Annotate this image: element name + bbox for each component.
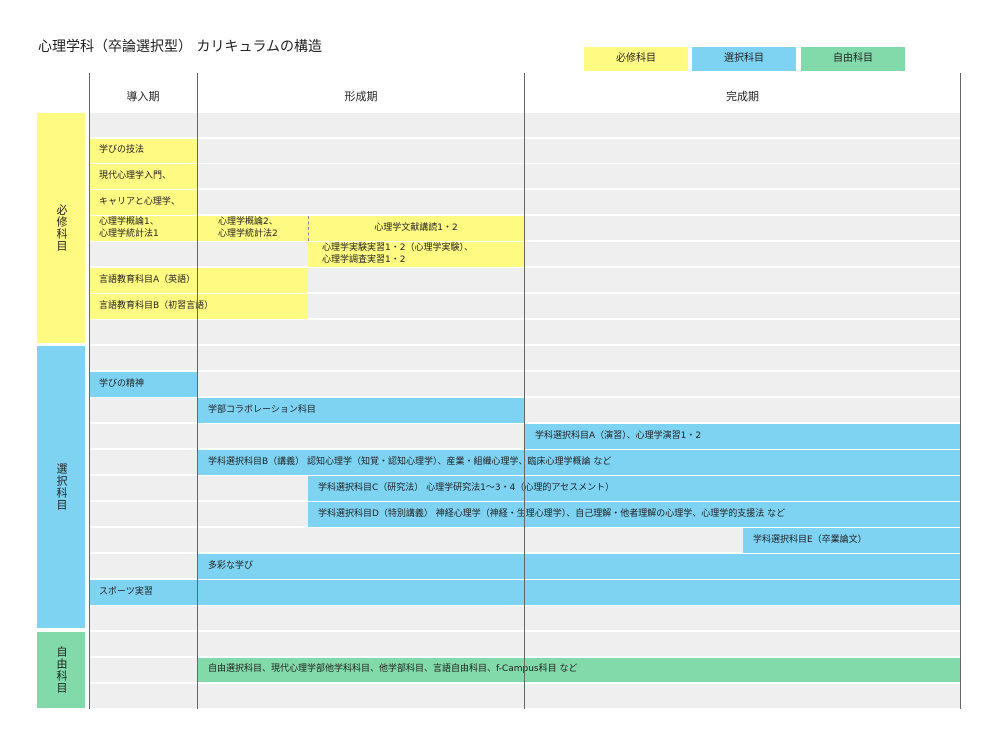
category-free: 自由科目	[37, 632, 85, 708]
course-gairon2-group: 心理学概論2、 心理学統計法2 心理学文献講読1・2	[198, 216, 524, 241]
course-gairon2: 心理学概論2、 心理学統計法2	[218, 217, 278, 239]
course-bunken: 心理学文献講読1・2	[374, 222, 458, 233]
category-free-label: 自由科目	[55, 646, 68, 694]
course-kamokuA: 学科選択科目A（演習）、心理学演習1・2	[525, 424, 960, 449]
phase-divider	[960, 73, 961, 709]
category-required: 必修科目	[37, 113, 85, 343]
course-gengoB: 言語教育科目B（初習言語）	[89, 294, 307, 319]
course-career: キャリアと心理学、	[89, 190, 197, 215]
phase-formation: 形成期	[344, 90, 378, 103]
phase-intro: 導入期	[126, 90, 160, 103]
divider-dashed	[308, 216, 309, 241]
course-collab: 学部コラボレーション科目	[198, 398, 524, 423]
course-kamokuB: 学科選択科目B（講義） 認知心理学（知覚・認知心理学）、産業・組織心理学、臨床心…	[198, 450, 960, 475]
course-kamokuC: 学科選択科目C（研究法） 心理学研究法1～3・4（心理的アセスメント）	[308, 476, 960, 501]
phase-divider	[197, 73, 198, 709]
legend-free: 自由科目	[801, 47, 905, 71]
category-elective: 選択科目	[37, 346, 85, 628]
course-seishin: 学びの精神	[89, 372, 197, 397]
course-jiyu: 自由選択科目、現代心理学部他学科科目、他学部科目、言語自由科目、f-Campus…	[198, 658, 960, 682]
course-kamokuD: 学科選択科目D（特別講義） 神経心理学（神経・生理心理学）、自己理解・他者理解の…	[308, 502, 960, 527]
course-tasai: 多彩な学び	[198, 554, 960, 579]
legend-elective: 選択科目	[692, 47, 796, 71]
phase-divider	[89, 73, 90, 709]
legend-required: 必修科目	[584, 47, 688, 71]
course-kamokuE: 学科選択科目E（卒業論文）	[743, 528, 960, 553]
course-gairon1: 心理学概論1、 心理学統計法1	[89, 216, 197, 241]
phase-divider	[524, 73, 525, 709]
course-manabi-gihou: 学びの技法	[89, 139, 197, 163]
course-gengoA: 言語教育科目A（英語）	[89, 268, 307, 293]
category-elective-label: 選択科目	[55, 463, 68, 511]
course-jisshu: 心理学実験実習1・2（心理学実験）、 心理学調査実習1・2	[308, 242, 524, 267]
phase-completion: 完成期	[726, 90, 759, 103]
course-gendai: 現代心理学入門、	[89, 164, 197, 189]
category-required-label: 必修科目	[55, 204, 68, 252]
page-title: 心理学科（卒論選択型） カリキュラムの構造	[38, 39, 323, 55]
